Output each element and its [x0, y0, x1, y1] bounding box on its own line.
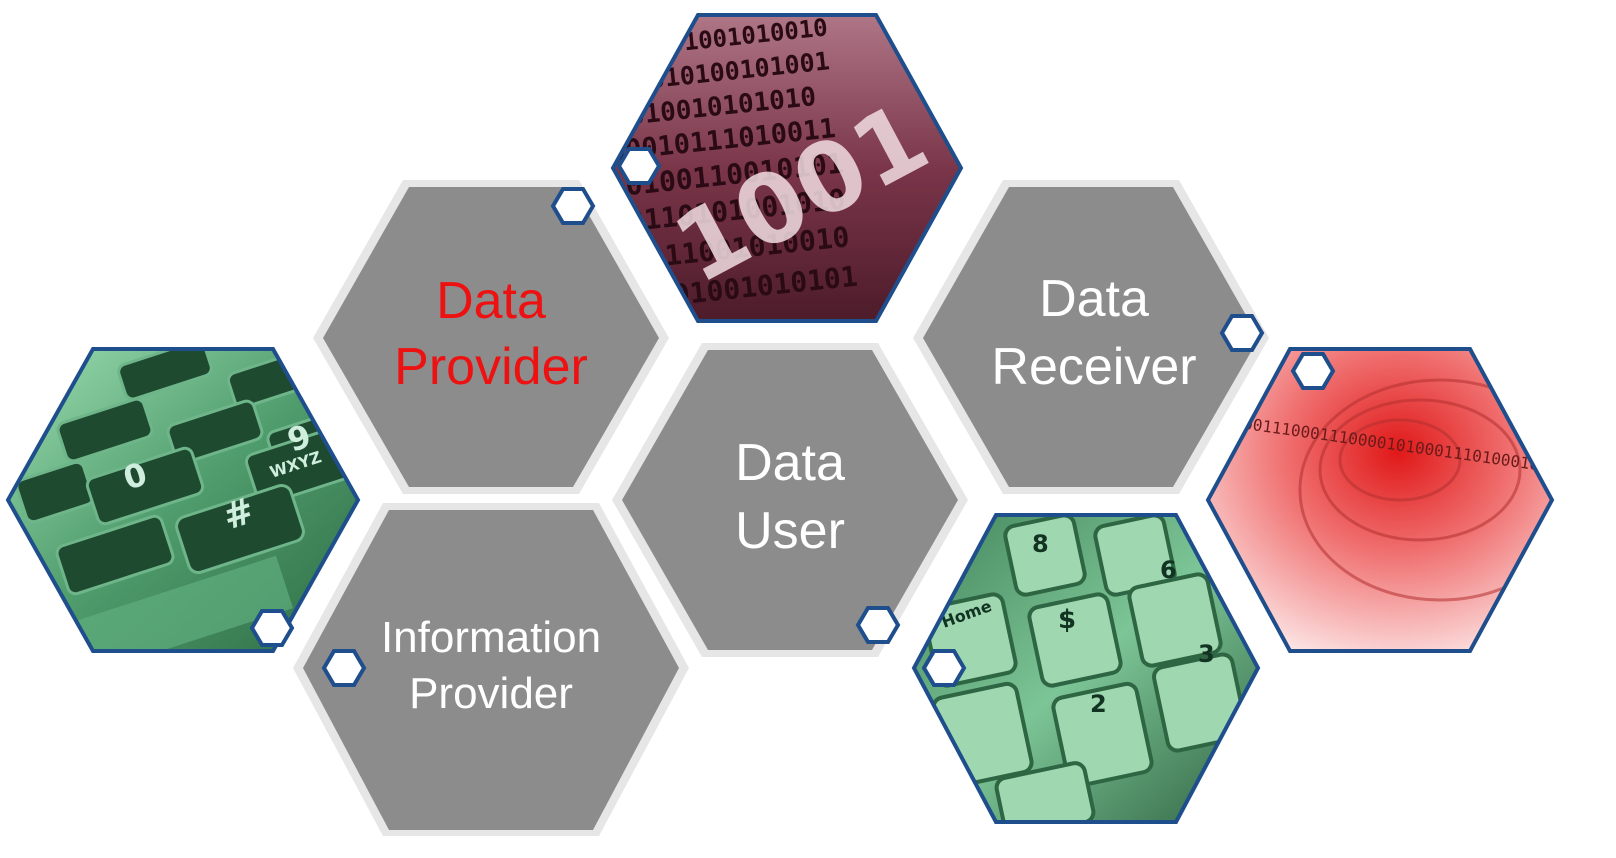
- hexagon-data-user: Data User: [612, 343, 968, 657]
- keypad-keys: [15, 349, 358, 596]
- badge-hexagon: [1219, 314, 1265, 352]
- badge-hexagon: [921, 649, 967, 687]
- badge-hexagon: [550, 187, 596, 225]
- keyboard-photo-hexagon: 8 $ 6 3 2 Home: [911, 513, 1261, 824]
- keypad-photo-hexagon: 0 9 WXYZ #: [5, 347, 361, 653]
- binary-photo-hexagon: 10101001010010 01010100101001 1010010101…: [610, 13, 964, 323]
- hex-label-line1: Information: [381, 613, 601, 662]
- hex-shape: [303, 510, 679, 830]
- badge-hexagon: [321, 649, 367, 687]
- hexagon-data-provider: Data Provider: [313, 180, 669, 494]
- hex-shape: [323, 187, 659, 487]
- key-8-label: 8: [1032, 530, 1049, 558]
- key-dollar-label: $: [1058, 605, 1076, 635]
- photo-border: [911, 513, 1261, 824]
- keyboard-keys: [922, 515, 1249, 822]
- photo-background: [1208, 349, 1552, 651]
- photo-border: [610, 13, 964, 323]
- photo-border: [5, 347, 361, 653]
- keypad-frame: [57, 555, 294, 651]
- hex-label-line1: Data: [735, 434, 845, 492]
- hex-shape: [923, 187, 1259, 487]
- key-6-label: 6: [1160, 556, 1177, 584]
- hex-label-line2: User: [735, 502, 845, 560]
- photo-border: [1205, 347, 1555, 653]
- hex-shape: [622, 350, 958, 650]
- key-2-label: 2: [1090, 690, 1107, 718]
- badge-hexagon: [855, 606, 901, 644]
- hex-label-line1: Data: [1039, 270, 1149, 328]
- hex-label-line1: Data: [436, 272, 546, 330]
- hex-label-line2: Provider: [394, 338, 588, 396]
- key-3-label: 3: [1198, 640, 1215, 668]
- badge-hexagon: [249, 609, 295, 647]
- badge-hexagons: [249, 147, 1336, 687]
- spiral-rings: [1298, 378, 1552, 602]
- badge-hexagon: [616, 147, 662, 185]
- hexagon-information-provider: Information Provider: [293, 503, 689, 836]
- badge-hexagon: [1290, 352, 1336, 390]
- hex-label-line2: Provider: [409, 669, 573, 718]
- hex-label-line2: Receiver: [991, 338, 1196, 396]
- hexagon-data-receiver: Data Receiver: [913, 180, 1269, 494]
- spiral-photo-hexagon: 1000111000111000010100011101000101: [1205, 347, 1555, 653]
